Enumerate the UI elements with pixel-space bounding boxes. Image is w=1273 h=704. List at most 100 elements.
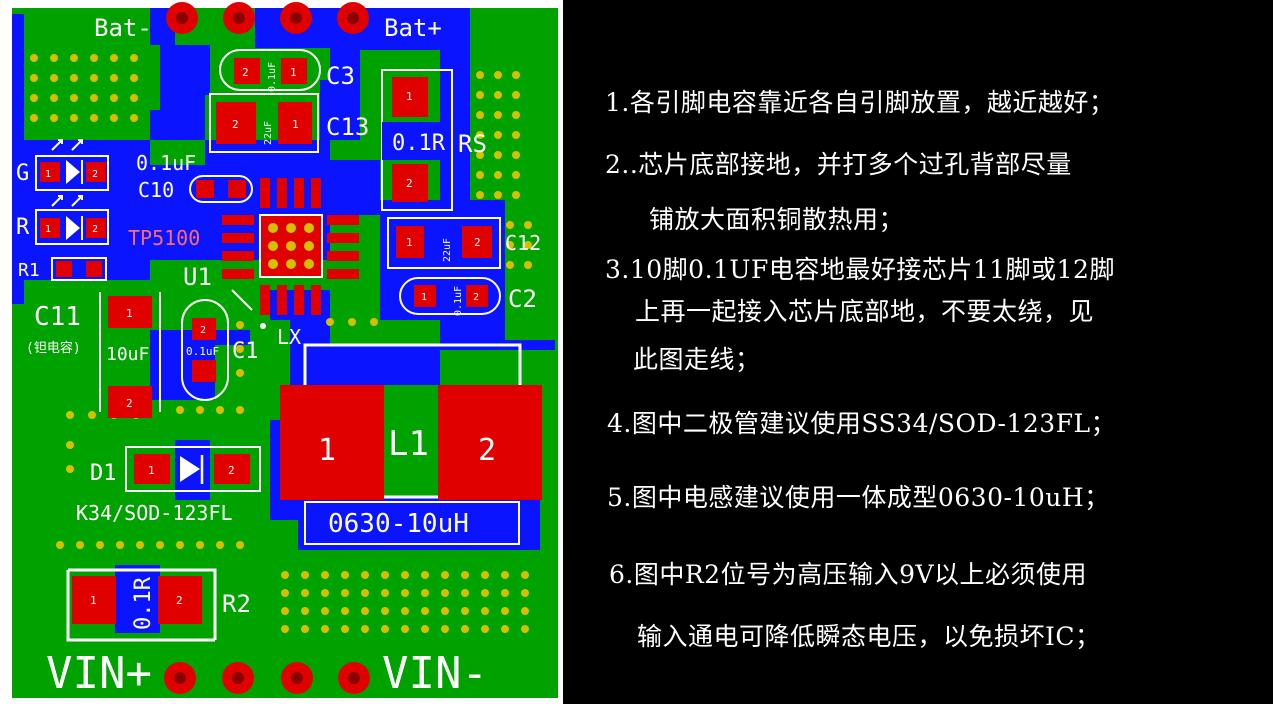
c1-pad-2: 2 xyxy=(200,325,206,336)
via xyxy=(88,411,96,419)
via xyxy=(341,571,349,579)
capacitor-c13: 2 1 22uF C13 xyxy=(209,93,369,153)
led-r-pad-1: 1 xyxy=(45,224,51,235)
bat-plus-label: Bat+ xyxy=(384,14,442,42)
via xyxy=(476,111,484,119)
c2-pad-1: 1 xyxy=(421,292,427,303)
via xyxy=(401,571,409,579)
vin-plus-label: VIN+ xyxy=(46,648,152,699)
d1-designator: D1 xyxy=(90,461,117,486)
c12-pad-2: 2 xyxy=(474,236,481,249)
via xyxy=(301,625,309,633)
via xyxy=(50,74,58,82)
via xyxy=(421,607,429,615)
via xyxy=(421,625,429,633)
via xyxy=(130,74,138,82)
c2-value: 0.1uF xyxy=(453,286,464,316)
via xyxy=(481,589,489,597)
lx-net-label: LX xyxy=(277,325,301,349)
via xyxy=(281,607,289,615)
via xyxy=(70,74,78,82)
via xyxy=(341,625,349,633)
via xyxy=(50,114,58,122)
via xyxy=(236,321,244,329)
c11-pad-2: 2 xyxy=(126,397,133,410)
header-pads-top xyxy=(166,2,369,34)
c12-designator: C12 xyxy=(505,231,541,255)
via xyxy=(50,94,58,102)
via xyxy=(421,589,429,597)
via xyxy=(281,589,289,597)
pcb-layout-drawing: 2 1 0.1uF C3 2 1 22uF C13 1 2 0.1R RS G … xyxy=(12,2,558,699)
via xyxy=(216,406,224,414)
header-pads-bottom xyxy=(164,662,370,694)
via xyxy=(476,171,484,179)
via xyxy=(76,541,84,549)
note-3-line-3: 此图走线； xyxy=(633,345,761,374)
note-4: 4.图中二极管建议使用SS34/SOD-123FL； xyxy=(607,409,1117,438)
via xyxy=(236,541,244,549)
l1-designator: L1 xyxy=(388,424,429,464)
capacitor-c11: C11 (钽电容) 1 2 10uF xyxy=(26,292,161,418)
via xyxy=(301,571,309,579)
via xyxy=(301,607,309,615)
via xyxy=(501,571,509,579)
via xyxy=(341,589,349,597)
capacitor-c1: 2 0.1uF C1 xyxy=(181,299,259,401)
via xyxy=(130,114,138,122)
via xyxy=(30,54,38,62)
note-2-line-2: 铺放大面积铜散热用； xyxy=(649,205,905,234)
d1-pad-1: 1 xyxy=(148,464,155,477)
via xyxy=(110,114,118,122)
l1-pad-2: 2 xyxy=(478,433,496,468)
via xyxy=(441,625,449,633)
c12-value: 22uF xyxy=(442,238,453,262)
pcb-layout-view: 2 1 0.1uF C3 2 1 22uF C13 1 2 0.1R RS G … xyxy=(0,0,563,704)
via xyxy=(401,607,409,615)
c11-note: (钽电容) xyxy=(26,340,81,356)
c2-designator: C2 xyxy=(508,285,537,313)
via xyxy=(506,221,514,229)
resistor-rs: 1 2 0.1R RS xyxy=(381,69,487,211)
resistor-r2: 1 2 0.1R R2 xyxy=(66,568,251,642)
via xyxy=(196,541,204,549)
c13-pad-2: 2 xyxy=(232,118,239,131)
via xyxy=(494,191,502,199)
via xyxy=(348,318,356,326)
rs-value: 0.1R xyxy=(392,131,446,156)
via xyxy=(156,541,164,549)
via xyxy=(90,114,98,122)
led-g-designator: G xyxy=(16,161,29,186)
via xyxy=(130,54,138,62)
via xyxy=(512,191,520,199)
via xyxy=(361,625,369,633)
via xyxy=(70,54,78,62)
via xyxy=(521,625,529,633)
c13-value: 22uF xyxy=(263,121,274,145)
via xyxy=(501,589,509,597)
note-2-line-1: 2..芯片底部接地，并打多个过孔背部尽量 xyxy=(605,150,1072,179)
via xyxy=(461,607,469,615)
via xyxy=(461,589,469,597)
via xyxy=(421,571,429,579)
c11-value: 10uF xyxy=(106,344,149,365)
chip-part-number: TP5100 xyxy=(128,226,200,250)
c3-value: 0.1uF xyxy=(267,62,278,92)
via xyxy=(56,541,64,549)
note-3-line-1: 3.10脚0.1UF电容地最好接芯片11脚或12脚 xyxy=(605,255,1115,284)
via xyxy=(521,571,529,579)
r1-designator: R1 xyxy=(18,260,40,281)
via xyxy=(494,171,502,179)
via xyxy=(506,261,514,269)
via xyxy=(512,111,520,119)
via xyxy=(494,151,502,159)
via xyxy=(381,589,389,597)
via xyxy=(512,91,520,99)
r2-pad-2: 2 xyxy=(176,594,183,607)
via xyxy=(401,589,409,597)
c2-pad-2: 2 xyxy=(473,292,479,303)
via xyxy=(176,541,184,549)
c1-designator: C1 xyxy=(232,339,259,364)
via xyxy=(321,589,329,597)
c3-pad-1: 1 xyxy=(290,66,297,79)
